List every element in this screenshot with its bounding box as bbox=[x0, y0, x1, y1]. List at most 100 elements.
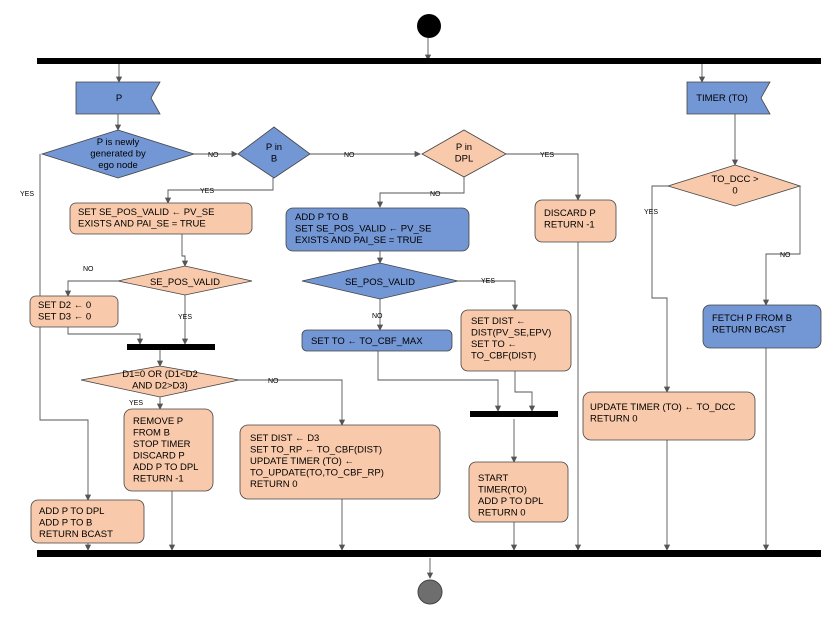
edge-label-dcond-yes: YES bbox=[129, 400, 143, 407]
d-valid-mid-line: SE_POS_VALID bbox=[345, 277, 415, 288]
p-event-line: P bbox=[116, 93, 122, 104]
a-addb-line: SET SE_POS_VALID ← PV_SE bbox=[295, 224, 431, 235]
a-addb-line: EXISTS AND PAI_SE = TRUE bbox=[295, 235, 423, 246]
a-set-to-max-text: SET TO ← TO_CBF_MAX bbox=[311, 336, 423, 347]
a-discard-line: DISCARD P bbox=[544, 208, 596, 219]
start-node bbox=[417, 14, 441, 38]
a-remove-line: DISCARD P bbox=[133, 451, 185, 462]
a-setdist-d3-line: RETURN 0 bbox=[250, 479, 298, 490]
a-addall-line: RETURN BCAST bbox=[39, 529, 113, 540]
edge-label-newly-yes: YES bbox=[20, 191, 34, 198]
edge-label-dcc-no: NO bbox=[780, 252, 791, 259]
a-start-line: ADD P TO DPL bbox=[478, 496, 543, 507]
a-set-valid-line: EXISTS AND PAI_SE = TRUE bbox=[78, 219, 206, 230]
d-valid-mid-text: SE_POS_VALID bbox=[345, 277, 415, 288]
edge-label-dpl-no: NO bbox=[430, 191, 441, 198]
a-remove-line: STOP TIMER bbox=[133, 439, 191, 450]
a-setdist-epv-text: SET DIST ←DIST(PV_SE,EPV)SET TO ←TO_CBF(… bbox=[471, 316, 551, 362]
d-valid-left-line: SE_POS_VALID bbox=[150, 277, 220, 288]
a-start-line: START bbox=[478, 473, 508, 484]
decision-to-dcc: TO_DCC >0 bbox=[666, 164, 802, 207]
top-sync-bar bbox=[37, 58, 821, 64]
timer-event-line: TIMER (TO) bbox=[696, 93, 748, 104]
edge-label-newly-no: NO bbox=[208, 152, 219, 159]
a-setdist-d3-line: UPDATE TIMER (TO) ← bbox=[250, 456, 354, 467]
a-setd-line: SET D2 ← 0 bbox=[38, 300, 91, 311]
event-timer-text: TIMER (TO) bbox=[696, 93, 748, 104]
a-remove-line: ADD P TO DPL bbox=[133, 462, 198, 473]
edge-label-inb-no: NO bbox=[344, 152, 355, 159]
a-remove-line: FROM B bbox=[133, 428, 170, 439]
edge-label-validm-no: NO bbox=[372, 313, 383, 320]
edge-label-validm-yes: YES bbox=[481, 278, 495, 285]
a-remove-line: REMOVE P bbox=[133, 416, 183, 427]
action-set-to-cbf-max: SET TO ← TO_CBF_MAX bbox=[301, 329, 453, 352]
end-node bbox=[417, 579, 443, 605]
a-setd-line: SET D3 ← 0 bbox=[38, 312, 91, 323]
a-addall-line: ADD P TO B bbox=[39, 518, 92, 529]
edge-label-dcond-no: NO bbox=[268, 378, 279, 385]
d-newly-line: ego node bbox=[98, 160, 138, 171]
connectors bbox=[39, 38, 801, 579]
a-fetch-line: FETCH P FROM B bbox=[712, 313, 792, 324]
edge-label-validl-yes: YES bbox=[178, 314, 192, 321]
d-in-b-line: P in bbox=[266, 142, 282, 153]
a-setdist-epv-line: SET DIST ← bbox=[471, 316, 526, 327]
bottom-sync-bar bbox=[37, 550, 821, 557]
a-setdist-d3-line: SET TO_RP ← TO_CBF(DIST) bbox=[250, 445, 382, 456]
decision-se-pos-valid-middle: SE_POS_VALID bbox=[301, 262, 459, 300]
decision-se-pos-valid-left: SE_POS_VALID bbox=[117, 265, 253, 296]
a-discard-line: RETURN -1 bbox=[544, 220, 595, 231]
a-addall-line: ADD P TO DPL bbox=[39, 506, 104, 517]
a-start-line: RETURN 0 bbox=[478, 508, 526, 519]
join-bar-middle bbox=[470, 411, 558, 417]
edge-label-inb-yes: YES bbox=[200, 188, 214, 195]
d-in-b-line: B bbox=[271, 154, 277, 165]
d-dcond-line: D1=0 OR (D1<D2 bbox=[122, 369, 198, 380]
a-setdist-epv-line: TO_CBF(DIST) bbox=[471, 351, 536, 362]
event-p: P bbox=[75, 81, 161, 115]
event-timer: TIMER (TO) bbox=[686, 81, 771, 115]
a-fetch-line: RETURN BCAST bbox=[712, 325, 786, 336]
a-setdist-d3-line: SET DIST ← D3 bbox=[250, 433, 319, 444]
a-remove-line: RETURN -1 bbox=[133, 474, 184, 485]
d-to-dcc-line: 0 bbox=[732, 186, 737, 197]
event-p-text: P bbox=[116, 93, 122, 104]
d-dcond-line: AND D2>D3) bbox=[132, 381, 188, 392]
a-addb-line: ADD P TO B bbox=[295, 212, 348, 223]
action-set-dist-epv: SET DIST ←DIST(PV_SE,EPV)SET TO ←TO_CBF(… bbox=[460, 309, 572, 372]
a-start-line: TIMER(TO) bbox=[478, 485, 527, 496]
edge-label-dpl-yes: YES bbox=[540, 152, 554, 159]
a-update-dcc-line: RETURN 0 bbox=[590, 414, 638, 425]
a-setdist-epv-line: DIST(PV_SE,EPV) bbox=[471, 328, 551, 339]
d-in-dpl-line: DPL bbox=[455, 154, 473, 165]
d-newly-line: P is newly bbox=[97, 137, 140, 148]
d-newly-line: generated by bbox=[90, 149, 146, 160]
a-setdist-epv-line: SET TO ← bbox=[471, 339, 517, 350]
a-set-valid-line: SET SE_POS_VALID ← PV_SE bbox=[78, 207, 214, 218]
